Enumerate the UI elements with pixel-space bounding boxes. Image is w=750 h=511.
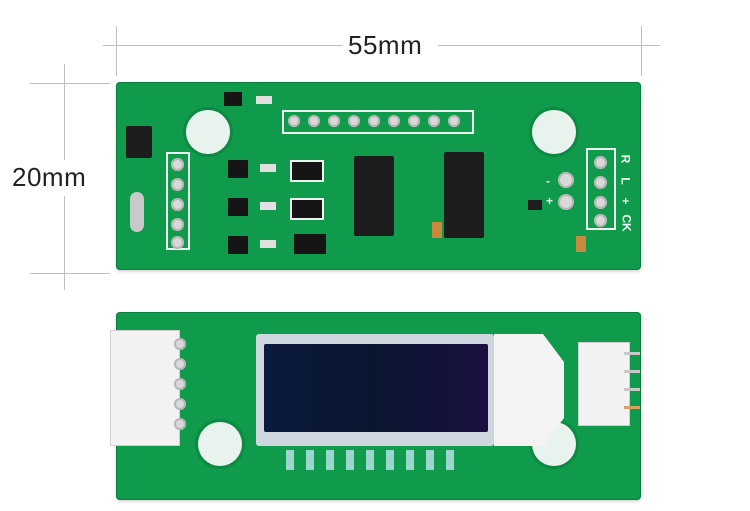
pin-pad [448,115,460,127]
width-dimension-tick-right [641,26,642,76]
height-dimension-line-bottom [64,196,65,290]
pin-pad [388,115,400,127]
left-pin-pad [171,158,184,171]
lcd-pin [286,450,294,470]
silk-label-ck: CK [619,214,634,232]
height-dimension-label: 20mm [12,162,87,192]
right-pin-pad [594,196,607,209]
connector-pin-pad [174,418,186,430]
bottom-pcb-board [110,312,641,500]
connector-wire-pin [624,370,640,373]
left-pin-column-outline [166,152,190,250]
pin-pad [428,115,440,127]
pin-pad [288,115,300,127]
right-pin-column-outline [586,148,616,230]
smd-capacitor [528,200,542,210]
lcd-ribbon [494,334,564,446]
sot-chip [290,160,324,182]
smd-resistor [260,240,276,248]
width-dimension-line-right [438,45,660,46]
smd-capacitor [576,236,586,252]
right-pin-pad [594,214,607,227]
left-pin-pad [171,218,184,231]
pin-pad [348,115,360,127]
width-dimension-line-left [103,45,343,46]
connector-wire-pin [624,388,640,391]
power-pad-minus [558,172,574,188]
silk-label-plus-power: + [546,194,554,208]
smd-capacitor [432,222,442,238]
connector-pin-pad [174,338,186,350]
width-dimension-label: 55mm [348,30,423,60]
pin-pad [328,115,340,127]
power-pad-plus [558,194,574,210]
smd-resistor [260,164,276,172]
right-pin-pad [594,156,607,169]
lcd-pin [306,450,314,470]
lcd-pin [446,450,454,470]
transistor [228,198,248,216]
sot-chip [294,234,326,254]
ic-chip-1 [354,156,394,236]
transistor [224,92,242,106]
pin-pad [368,115,380,127]
transistor [228,160,248,178]
top-pcb-board: R L + CK - + [116,82,641,270]
smd-resistor [256,96,272,104]
pin-pad [308,115,320,127]
silk-label-minus: - [546,174,550,188]
top-pin-header [288,115,472,129]
sot-chip [290,198,324,220]
mounting-hole-right [532,110,576,154]
mounting-hole-left [186,110,230,154]
top-pin-header-outline [282,110,474,134]
lcd-pin [406,450,414,470]
pin-pad [408,115,420,127]
silk-label-plus: + [618,197,633,205]
silk-label-l: L [618,177,633,185]
ic-chip-2 [444,152,484,238]
lcd-pin [426,450,434,470]
connector-wire-pin [624,406,640,409]
crystal [130,192,144,232]
silk-label-r: R [618,154,633,164]
lcd-glass [264,344,488,432]
lcd-pin [346,450,354,470]
height-dimension-tick-top [30,83,110,84]
lcd-pin [326,450,334,470]
left-pin-pad [171,178,184,191]
lcd-pin-row [286,450,466,474]
width-dimension-tick-left [116,26,117,76]
connector-wire-pin [624,352,640,355]
left-pin-pad [171,236,184,249]
lcd-pin [366,450,374,470]
smd-resistor [260,202,276,210]
height-dimension-tick-bottom [30,273,110,274]
right-pin-pad [594,176,607,189]
left-jst-connector [110,330,180,446]
transistor [228,236,248,254]
left-pin-pad [171,198,184,211]
lcd-pin [386,450,394,470]
height-dimension-line-top [64,64,65,160]
right-jst-connector [578,342,630,426]
connector-pin-pad [174,378,186,390]
voltage-regulator [126,126,152,158]
connector-pin-pad [174,398,186,410]
mounting-hole-left [198,422,242,466]
connector-pin-pad [174,358,186,370]
